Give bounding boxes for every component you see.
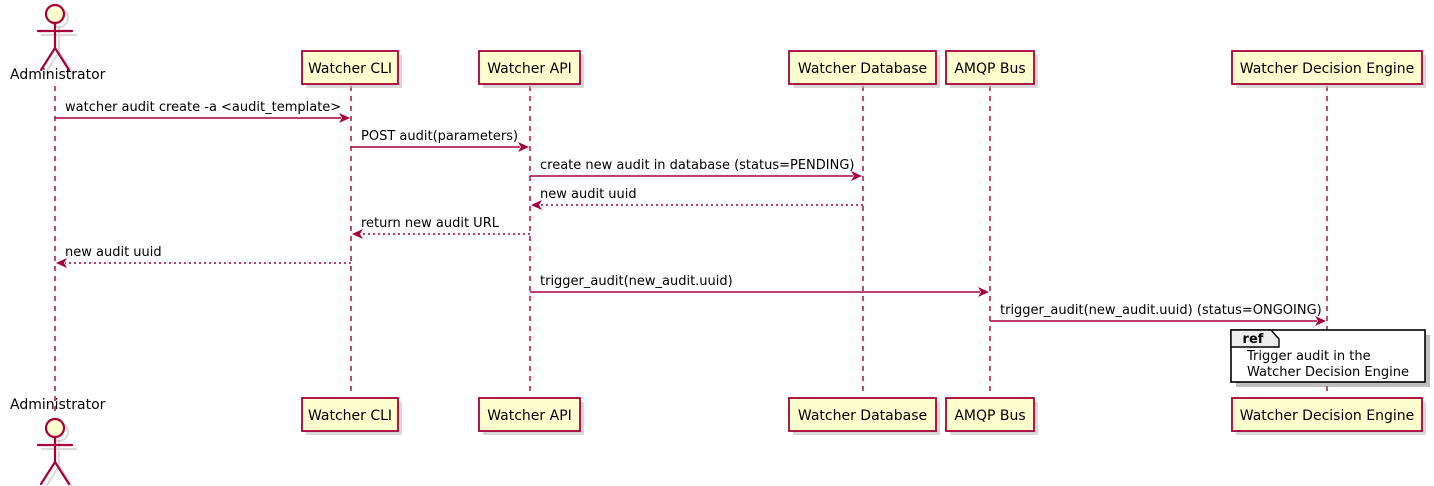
message-label: POST audit(parameters) bbox=[361, 129, 518, 144]
participant-box-rect bbox=[945, 397, 1035, 432]
message-arrowhead bbox=[851, 171, 862, 181]
participant-box-watcher-cli-bottom[interactable]: Watcher CLI bbox=[301, 397, 402, 435]
message-5: return new audit URL bbox=[352, 216, 530, 239]
message-4: new audit uuid bbox=[531, 187, 863, 210]
participant-box-rect bbox=[1231, 50, 1423, 85]
actor-label-administrator: Administrator bbox=[10, 67, 106, 83]
actor-head bbox=[44, 3, 66, 25]
participant-box-watcher-api-bottom[interactable]: Watcher API bbox=[478, 397, 584, 435]
participant-label-amqp-bus: AMQP Bus bbox=[954, 61, 1025, 77]
participant-label-watcher-decision-engine: Watcher Decision Engine bbox=[1240, 408, 1414, 424]
message-8: trigger_audit(new_audit.uuid) (status=ON… bbox=[990, 303, 1326, 326]
message-label: watcher audit create -a <audit_template> bbox=[65, 100, 341, 115]
participants-top-layer: Watcher CLI Watcher API Watcher Database AM… bbox=[301, 50, 1426, 88]
participant-label-watcher-decision-engine: Watcher Decision Engine bbox=[1240, 61, 1414, 77]
participant-box-watcher-api-top[interactable]: Watcher API bbox=[478, 50, 584, 88]
participant-box-rect bbox=[301, 50, 399, 85]
actor-body-shadow bbox=[40, 439, 78, 486]
messages-layer: watcher audit create -a <audit_template>… bbox=[55, 100, 1326, 326]
participant-box-watcher-database-bottom[interactable]: Watcher Database bbox=[788, 397, 940, 435]
participant-box-rect bbox=[945, 50, 1035, 85]
actor-body-shadow bbox=[40, 25, 78, 76]
message-arrowhead bbox=[1315, 316, 1326, 326]
participant-label-watcher-api: Watcher API bbox=[487, 61, 572, 77]
message-1: watcher audit create -a <audit_template> bbox=[55, 100, 350, 123]
participant-box-watcher-decision-engine-top[interactable]: Watcher Decision Engine bbox=[1231, 50, 1426, 88]
ref-fragment-line: Watcher Decision Engine bbox=[1247, 365, 1409, 380]
message-arrowhead bbox=[352, 229, 363, 239]
message-arrowhead bbox=[339, 113, 350, 123]
message-6: new audit uuid bbox=[56, 245, 351, 268]
participants-bottom-layer: Watcher CLI Watcher API Watcher Database AM… bbox=[301, 397, 1426, 435]
message-arrowhead bbox=[531, 200, 542, 210]
participant-label-watcher-database: Watcher Database bbox=[798, 61, 927, 77]
message-3: create new audit in database (status=PEN… bbox=[530, 158, 862, 181]
ref-fragment-line: Trigger audit in the bbox=[1246, 349, 1371, 364]
message-7: trigger_audit(new_audit.uuid) bbox=[530, 274, 989, 297]
participant-box-watcher-database-top[interactable]: Watcher Database bbox=[788, 50, 940, 88]
message-label: new audit uuid bbox=[65, 245, 162, 260]
message-label: create new audit in database (status=PEN… bbox=[540, 158, 855, 173]
message-label: trigger_audit(new_audit.uuid) bbox=[540, 274, 733, 289]
message-arrowhead bbox=[978, 287, 989, 297]
ref-fragment-tab-label: ref bbox=[1243, 332, 1264, 347]
participant-box-rect bbox=[478, 50, 581, 85]
actor-administrator-bottom[interactable]: Administrator bbox=[10, 397, 106, 486]
participant-label-watcher-cli: Watcher CLI bbox=[308, 408, 392, 424]
participant-label-watcher-database: Watcher Database bbox=[798, 408, 927, 424]
participant-box-rect bbox=[788, 50, 937, 85]
message-label: trigger_audit(new_audit.uuid) (status=ON… bbox=[1000, 303, 1322, 318]
actor-body bbox=[36, 435, 74, 486]
message-2: POST audit(parameters) bbox=[351, 129, 529, 152]
participant-box-rect bbox=[1231, 397, 1423, 432]
participant-label-watcher-cli: Watcher CLI bbox=[308, 61, 392, 77]
participant-box-rect bbox=[301, 397, 399, 432]
actor-body bbox=[36, 21, 74, 72]
participant-box-rect bbox=[478, 397, 581, 432]
actor-administrator-top[interactable]: Administrator bbox=[10, 3, 106, 83]
message-label: new audit uuid bbox=[540, 187, 637, 202]
participant-box-amqp-bus-bottom[interactable]: AMQP Bus bbox=[945, 397, 1038, 435]
participant-label-watcher-api: Watcher API bbox=[487, 408, 572, 424]
participant-box-watcher-decision-engine-bottom[interactable]: Watcher Decision Engine bbox=[1231, 397, 1426, 435]
actor-head bbox=[44, 417, 66, 439]
participant-box-rect bbox=[788, 397, 937, 432]
message-label: return new audit URL bbox=[361, 216, 500, 231]
message-arrowhead bbox=[56, 258, 67, 268]
participant-box-amqp-bus-top[interactable]: AMQP Bus bbox=[945, 50, 1038, 88]
message-arrowhead bbox=[518, 142, 529, 152]
actor-label-administrator: Administrator bbox=[10, 397, 106, 413]
participant-box-watcher-cli-top[interactable]: Watcher CLI bbox=[301, 50, 402, 88]
ref-fragment-tab bbox=[1230, 329, 1280, 348]
participant-label-amqp-bus: AMQP Bus bbox=[954, 408, 1025, 424]
lifelines-layer bbox=[54, 86, 1328, 414]
